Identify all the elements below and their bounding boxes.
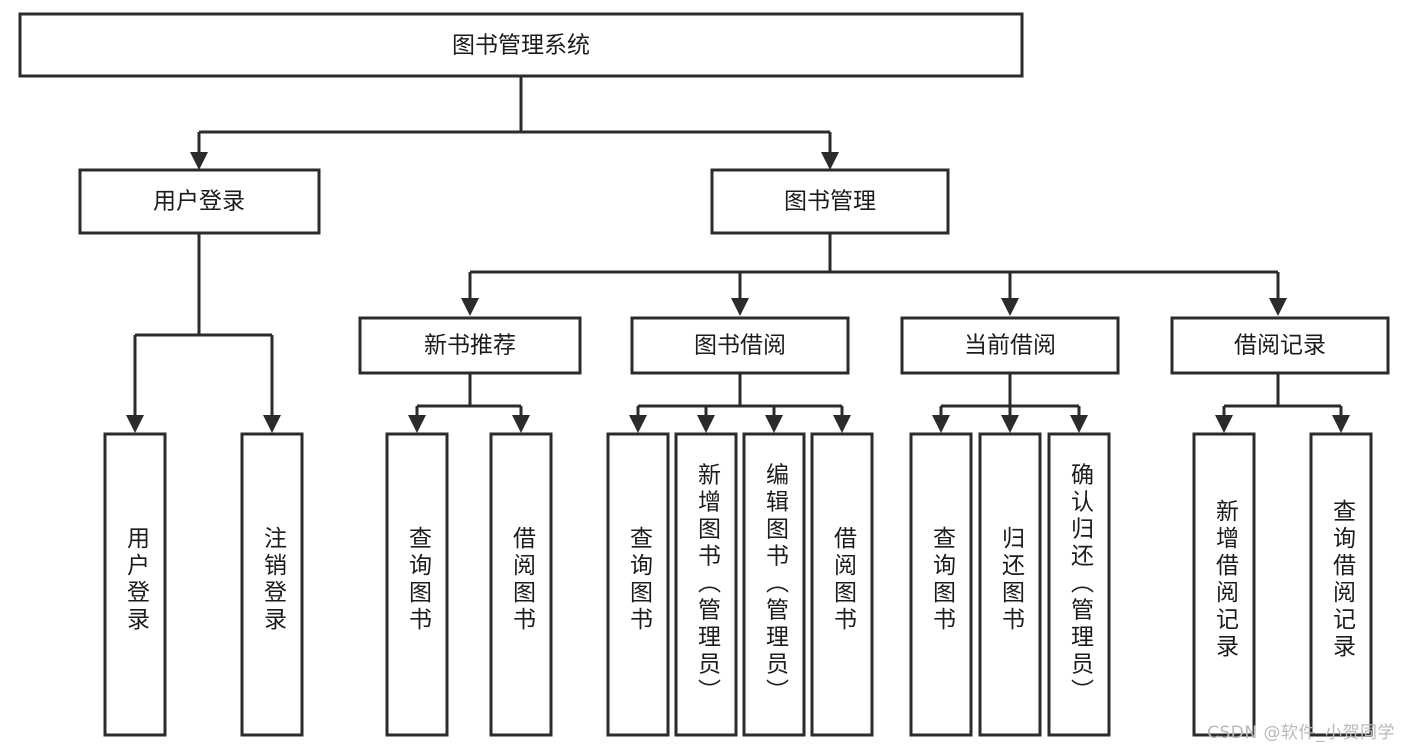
leaf-newbook-query-book-rect xyxy=(385,432,449,737)
leaf-logout-label: 注销登录 xyxy=(260,526,288,634)
leaf-borrow-add-book[interactable]: 新增图书（管理员） xyxy=(674,432,738,737)
arrowhead-bookborrow-leaf2 xyxy=(697,415,715,433)
node-borrow-record-label: 借阅记录 xyxy=(1234,333,1326,359)
node-book-borrow-label: 图书借阅 xyxy=(694,333,786,359)
node-book-borrow-rect xyxy=(630,316,850,375)
arrowhead-currentborrow-leaf1 xyxy=(932,415,950,433)
node-borrow-record[interactable]: 借阅记录 xyxy=(1170,316,1390,375)
node-user-login-rect xyxy=(78,168,321,235)
leaf-newbook-borrow-book-label: 借阅图书 xyxy=(509,526,537,634)
leaf-newbook-borrow-book[interactable]: 借阅图书 xyxy=(489,432,553,737)
node-current-borrow-label: 当前借阅 xyxy=(964,333,1056,359)
arrowhead-current-borrow xyxy=(1001,298,1019,316)
leaf-current-return-book-label: 归还图书 xyxy=(998,526,1026,634)
leaf-user-login[interactable]: 用户登录 xyxy=(103,432,167,737)
leaf-borrow-query-book-rect xyxy=(606,432,670,737)
leaf-borrow-borrow-book-label: 借阅图书 xyxy=(830,526,858,634)
leaf-borrow-borrow-book-rect xyxy=(810,432,874,737)
arrowhead-bookborrow-leaf4 xyxy=(833,415,851,433)
leaf-user-login-rect xyxy=(103,432,167,737)
node-book-management-label: 图书管理 xyxy=(784,189,876,215)
arrowhead-bookborrow-leaf1 xyxy=(629,415,647,433)
arrowhead-currentborrow-leaf2 xyxy=(1001,415,1019,433)
leaf-record-query-record-label: 查询借阅记录 xyxy=(1329,499,1357,661)
node-book-borrow[interactable]: 图书借阅 xyxy=(630,316,850,375)
leaf-user-login-label: 用户登录 xyxy=(123,526,151,634)
leaf-newbook-query-book[interactable]: 查询图书 xyxy=(385,432,449,737)
leaf-current-return-book[interactable]: 归还图书 xyxy=(978,432,1042,737)
leaf-current-return-book-rect xyxy=(978,432,1042,737)
arrowhead-borrowrecord-leaf1 xyxy=(1215,415,1233,433)
arrowhead-borrow-record xyxy=(1269,298,1287,316)
arrowhead-new-book xyxy=(461,298,479,316)
node-current-borrow-rect xyxy=(900,316,1120,375)
node-user-login[interactable]: 用户登录 xyxy=(78,168,321,235)
leaf-borrow-add-book-rect xyxy=(674,432,738,737)
node-book-management[interactable]: 图书管理 xyxy=(710,168,950,235)
arrowhead-user-login xyxy=(190,152,208,170)
arrowhead-book-borrow xyxy=(731,298,749,316)
arrowhead-currentborrow-leaf3 xyxy=(1070,415,1088,433)
node-borrow-record-rect xyxy=(1170,316,1390,375)
node-root-label: 图书管理系统 xyxy=(452,33,590,59)
node-new-book-recommend[interactable]: 新书推荐 xyxy=(358,316,582,375)
arrowhead-bookborrow-leaf3 xyxy=(765,415,783,433)
arrowhead-newbook-leaf2 xyxy=(512,415,530,433)
leaf-current-query-book-label: 查询图书 xyxy=(929,526,957,634)
arrowhead-borrowrecord-leaf2 xyxy=(1332,415,1350,433)
node-book-management-rect xyxy=(710,168,950,235)
leaf-borrow-edit-book[interactable]: 编辑图书（管理员） xyxy=(742,432,806,737)
leaf-current-confirm-return-label: 确认归还（管理员） xyxy=(1067,463,1095,706)
leaf-newbook-borrow-book-rect xyxy=(489,432,553,737)
leaf-borrow-add-book-label: 新增图书（管理员） xyxy=(694,463,722,706)
leaf-record-add-record-rect xyxy=(1192,432,1256,737)
leaf-newbook-query-book-label: 查询图书 xyxy=(405,526,433,634)
leaf-borrow-query-book-label: 查询图书 xyxy=(626,526,654,634)
leaf-current-query-book-rect xyxy=(909,432,973,737)
edge-layer xyxy=(126,76,1350,433)
leaf-record-add-record-label: 新增借阅记录 xyxy=(1212,499,1240,661)
leaf-borrow-edit-book-label: 编辑图书（管理员） xyxy=(762,463,790,706)
arrowhead-newbook-leaf1 xyxy=(408,415,426,433)
node-new-book-recommend-rect xyxy=(358,316,582,375)
node-new-book-recommend-label: 新书推荐 xyxy=(424,333,516,359)
node-current-borrow[interactable]: 当前借阅 xyxy=(900,316,1120,375)
leaf-current-confirm-return-rect xyxy=(1047,432,1111,737)
leaf-logout[interactable]: 注销登录 xyxy=(240,432,304,737)
leaf-logout-rect xyxy=(240,432,304,737)
leaf-borrow-query-book[interactable]: 查询图书 xyxy=(606,432,670,737)
node-root-rect xyxy=(18,12,1024,78)
leaf-borrow-borrow-book[interactable]: 借阅图书 xyxy=(810,432,874,737)
leaf-current-query-book[interactable]: 查询图书 xyxy=(909,432,973,737)
arrowhead-leaf-user-login xyxy=(126,415,144,433)
arrowhead-book-mgmt xyxy=(821,152,839,170)
node-user-login-label: 用户登录 xyxy=(153,189,245,215)
leaf-record-add-record[interactable]: 新增借阅记录 xyxy=(1192,432,1256,737)
leaf-record-query-record[interactable]: 查询借阅记录 xyxy=(1309,432,1373,737)
node-root[interactable]: 图书管理系统 xyxy=(18,12,1024,78)
arrowhead-leaf-logout xyxy=(263,415,281,433)
leaf-current-confirm-return[interactable]: 确认归还（管理员） xyxy=(1047,432,1111,737)
leaf-borrow-edit-book-rect xyxy=(742,432,806,737)
leaf-record-query-record-rect xyxy=(1309,432,1373,737)
